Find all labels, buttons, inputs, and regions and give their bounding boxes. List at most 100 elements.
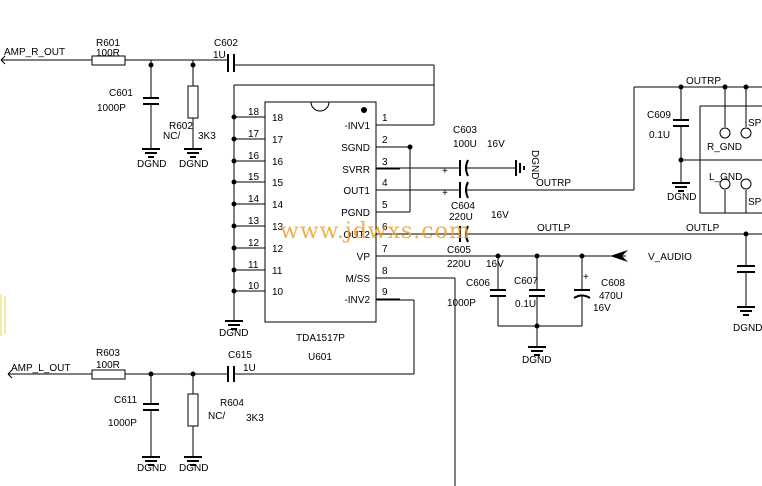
ic-pin-number-inner: 13 xyxy=(272,222,284,233)
r602-ref: R602 xyxy=(169,121,193,132)
ic-pin-number: 9 xyxy=(382,287,388,298)
ic-pin-number-outer: 15 xyxy=(248,172,260,183)
net-outrp-top: OUTRP xyxy=(686,76,721,87)
ic-pin-name: M/SS xyxy=(346,274,371,285)
terminal-r-gnd-right xyxy=(740,127,752,139)
r604-nc: NC/ xyxy=(208,411,225,422)
c608-ref: C608 xyxy=(601,278,625,289)
net-amp-l-out: AMP_L_OUT xyxy=(11,363,70,374)
net-dgnd: DGND xyxy=(733,323,762,334)
ic-pin-number-outer: 18 xyxy=(248,107,260,118)
net-r-gnd: R_GND xyxy=(707,142,742,153)
net-outrp: OUTRP xyxy=(536,178,571,189)
ic-pin-number-inner: 14 xyxy=(272,200,284,211)
ic-pin-number: 2 xyxy=(382,135,388,146)
ic-pin-number-outer: 12 xyxy=(248,238,260,249)
c611-value: 1000P xyxy=(108,418,137,429)
net-dgnd: DGND xyxy=(137,463,166,474)
net-dgnd: DGND xyxy=(137,159,166,170)
ground-symbol xyxy=(142,148,160,158)
r602-value: 3K3 xyxy=(198,131,216,142)
junction-dot xyxy=(231,201,237,207)
c603-voltage: 16V xyxy=(487,139,505,150)
r602-nc: NC/ xyxy=(163,131,180,142)
c604-plus: + xyxy=(442,188,448,199)
ic-pin-number-inner: 12 xyxy=(272,244,284,255)
junction-dot xyxy=(231,288,237,294)
out2-capacitor: OUTLP OUTLP C605 220U 16V xyxy=(376,223,762,270)
partial-component-left xyxy=(0,294,6,336)
resistor-r603 xyxy=(91,369,126,380)
c605-ref: C605 xyxy=(447,245,471,256)
net-amp-r-out: AMP_R_OUT xyxy=(4,47,65,58)
ic-pin-name: OUT2 xyxy=(343,230,370,241)
c609-value: 0.1U xyxy=(649,130,670,141)
ground-symbol xyxy=(737,306,755,316)
junction-dot xyxy=(231,267,237,273)
net-dgnd: DGND xyxy=(667,192,696,203)
amp-r-input-section: AMP_R_OUT R601 100R C601 1000P R602 NC/ … xyxy=(0,38,435,170)
c604-voltage: 16V xyxy=(491,210,509,221)
junction-dot xyxy=(231,136,237,142)
junction-dot xyxy=(678,157,684,163)
svrr-out1-capacitors: + DGND C603 100U 16V + OUTRP C604 220U 1… xyxy=(376,125,634,223)
watermark-text: www.jdwxs.com xyxy=(280,219,471,244)
ic-pin-number: 8 xyxy=(382,266,388,277)
c615-ref: C615 xyxy=(228,350,252,361)
ic-pin-number-inner: 11 xyxy=(272,266,283,277)
ic-pin-number: 5 xyxy=(382,200,388,211)
ic-pin-number-outer: 14 xyxy=(248,194,260,205)
ic-pin-number-inner: 15 xyxy=(272,178,284,189)
c608-plus: + xyxy=(583,272,589,283)
ic-pin-number: 4 xyxy=(382,178,388,189)
r603-value: 100R xyxy=(96,360,120,371)
c609-ref: C609 xyxy=(647,110,671,121)
ic-pin-number: 1 xyxy=(382,113,388,124)
power-arrow-icon xyxy=(610,250,628,262)
ic-pin-number-inner: 16 xyxy=(272,157,284,168)
c605-voltage: 16V xyxy=(486,259,504,270)
ground-symbol xyxy=(225,320,243,330)
input-arrow-l xyxy=(7,369,13,379)
ic-pin-name: OUT1 xyxy=(343,186,370,197)
speaker-label-top: SP xyxy=(748,118,762,129)
net-l-gnd: L_GND xyxy=(709,172,742,183)
ic-pin-number-outer: 10 xyxy=(248,281,260,292)
ic-pin-name: VP xyxy=(357,252,371,263)
ic-pin-name: SGND xyxy=(341,143,370,154)
terminal-l-gnd-right xyxy=(740,178,752,190)
ic-pin-number-outer: 17 xyxy=(248,129,260,140)
input-arrow-r xyxy=(0,55,6,65)
c601-value: 1000P xyxy=(97,103,126,114)
net-outlp: OUTLP xyxy=(537,223,571,234)
junction-dot xyxy=(407,144,413,150)
c602-ref: C602 xyxy=(214,38,238,49)
speaker-label-bottom: SP xyxy=(748,197,762,208)
junction-dot xyxy=(231,114,237,120)
resistor-r602 xyxy=(187,85,199,119)
supply-section: V_AUDIO C606 1000P C607 0.1U + C608 470U… xyxy=(376,250,692,486)
c607-value: 0.1U xyxy=(515,299,536,310)
net-dgnd-rotated: DGND xyxy=(529,150,540,179)
c608-value: 470U xyxy=(599,291,623,302)
junction-dot xyxy=(231,158,237,164)
c602-value: 1U xyxy=(213,50,226,61)
junction-dot xyxy=(534,323,540,329)
junction-dot xyxy=(231,245,237,251)
c607-ref: C607 xyxy=(514,276,538,287)
amp-l-input-section: AMP_L_OUT R603 100R C611 1000P R604 NC/ … xyxy=(7,299,415,474)
c604-ref: C604 xyxy=(451,201,475,212)
r604-ref: R604 xyxy=(220,398,244,409)
junction-dot xyxy=(231,179,237,185)
ground-symbol xyxy=(184,456,202,466)
net-dgnd: DGND xyxy=(219,328,248,339)
ic-pin-number: 3 xyxy=(382,157,388,168)
ic-pin-number-inner: 17 xyxy=(272,135,284,146)
ground-symbol xyxy=(672,182,690,192)
ground-symbol xyxy=(184,148,202,158)
c605-value: 220U xyxy=(447,259,471,270)
c611-ref: C611 xyxy=(114,395,138,406)
ground-symbol xyxy=(528,346,546,356)
net-v-audio: V_AUDIO xyxy=(648,252,692,263)
